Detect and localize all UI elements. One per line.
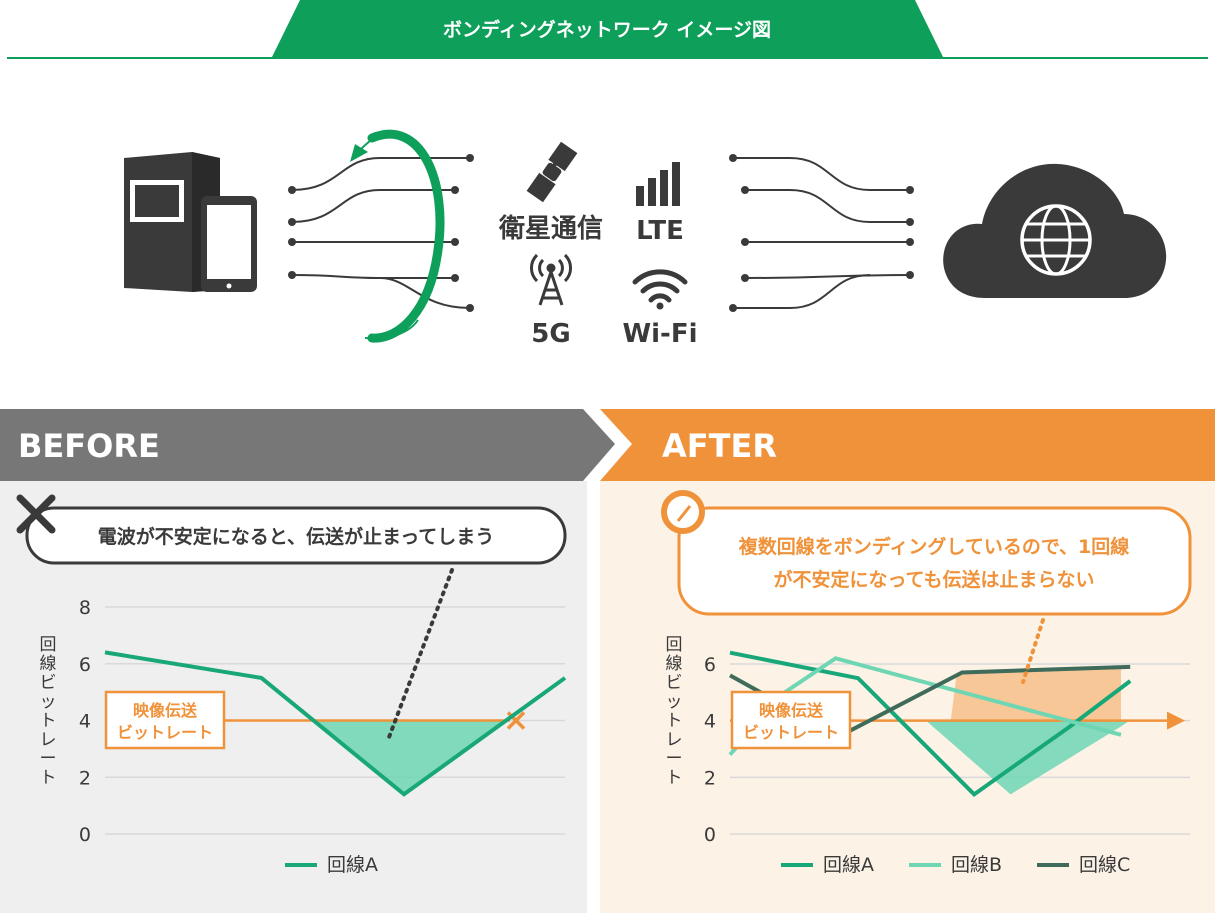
satellite-label: 衛星通信 [498,214,603,244]
y-tick-label: 2 [704,767,716,789]
y-axis-label-char: ー [40,749,57,769]
y-axis-label-char: 線 [40,654,57,674]
callout-pointer [1021,618,1045,684]
left-connection-lines [291,157,471,309]
after-callout-bubble [677,506,1192,616]
before-callout-text: 電波が不安定になると、伝送が止まってしまう [98,525,495,548]
y-tick-label: 6 [704,654,716,676]
left-connection-dots [288,154,474,312]
circle-mark-icon [661,490,705,534]
after-callout-line1: 複数回線をボンディングしているので、1回線 [738,535,1130,558]
signal-bars-icon [636,162,680,206]
fiveg-label: 5G [531,319,570,349]
before-label: BEFORE [18,427,160,465]
y-tick-label: 4 [79,711,91,733]
cell-tower-icon [530,253,572,306]
legend-label: 回線A [823,854,874,876]
y-axis-label-char: 回 [666,635,683,655]
threshold-label-line2: ビットレート [743,723,839,742]
y-tick-label: 8 [79,597,91,619]
after-label: AFTER [662,427,777,465]
series-a-deficit-area [313,720,507,795]
y-tick-label: 0 [79,824,91,846]
after-callout-line2: が不安定になっても伝送は止まらない [773,568,1094,591]
satellite-icon [526,141,578,203]
y-axis-label-char: 回 [40,635,57,655]
y-axis-label-char: ッ [666,692,683,712]
before-tab [0,409,615,481]
before-callout-bubble [25,506,567,565]
cloud-globe-icon [943,163,1167,298]
y-axis-label-char: レ [666,730,683,750]
threshold-label-box [730,690,852,750]
legend-label: 回線B [951,854,1002,876]
right-connection-lines [733,157,911,309]
threshold-label-line2: ビットレート [117,723,213,742]
header-banner [272,0,943,57]
y-axis-label-char: ト [666,768,683,788]
y-axis-label-char: ビ [666,673,683,693]
threshold-x-icon [506,711,526,730]
threshold-label-line1: 映像伝送 [759,701,824,720]
legend-label: 回線A [327,854,378,876]
x-mark-icon [16,494,56,534]
y-tick-label: 0 [704,824,716,846]
y-tick-label: 4 [704,711,716,733]
y-axis-label-char: ビ [40,673,57,693]
right-connection-dots [729,154,914,312]
threshold-label-line1: 映像伝送 [133,701,198,720]
y-tick-label: 2 [79,767,91,789]
series-line-1 [104,650,567,797]
y-tick-label: 6 [79,654,91,676]
y-axis-label-char: ー [666,749,683,769]
smartphone-icon [201,196,257,292]
threshold-arrow-icon [1167,711,1185,730]
lte-label: LTE [636,216,684,246]
y-axis-label-char: レ [40,730,57,750]
bonded-surplus-area [950,666,1121,721]
wifi-label: Wi-Fi [622,319,697,349]
after-tab [600,409,1215,481]
y-axis-label-char: ト [666,711,683,731]
callout-pointer [386,568,454,742]
y-axis-label-char: 線 [666,654,683,674]
wifi-icon [632,269,688,310]
y-axis-label-char: ト [40,768,57,788]
y-axis-label-char: ッ [40,692,57,712]
legend-label: 回線C [1079,854,1130,876]
y-axis-label-char: ト [40,711,57,731]
header-title: ボンディングネットワーク イメージ図 [443,18,771,41]
threshold-label-box [104,690,226,750]
bonding-ring-icon [350,129,445,343]
